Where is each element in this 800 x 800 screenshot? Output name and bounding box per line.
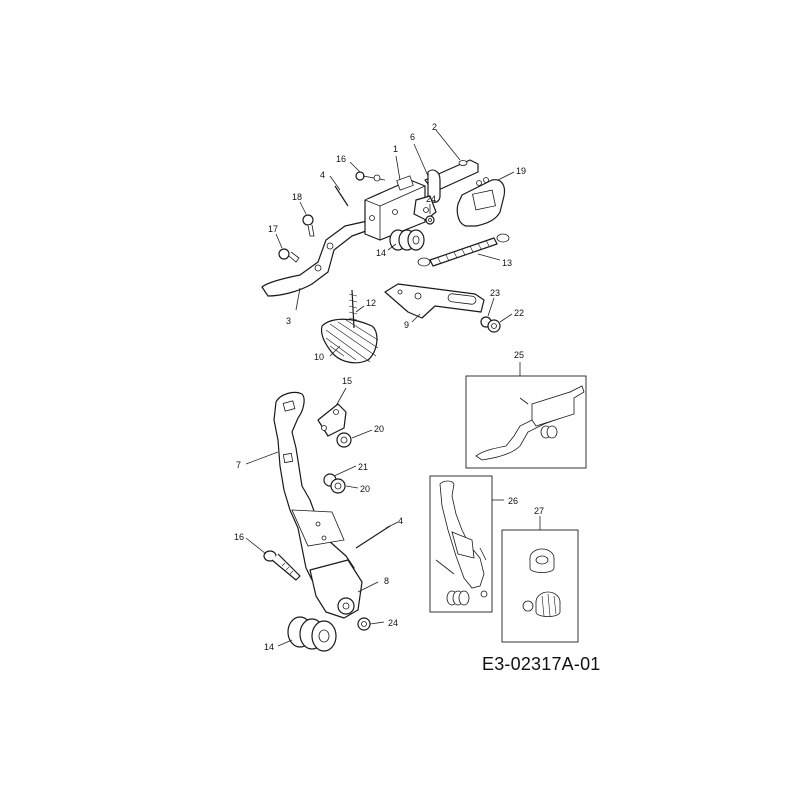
bolt-part-17 [278, 248, 300, 263]
label-15: 15 [342, 376, 352, 386]
label-4-upper: 4 [320, 170, 325, 180]
label-6: 6 [410, 132, 415, 142]
long-arm-part-7 [273, 391, 355, 593]
roller-part-14-lower [287, 616, 337, 652]
pedal-pad-part-10 [320, 318, 379, 364]
label-21: 21 [358, 462, 368, 472]
stud-part-12 [348, 289, 358, 329]
label-14-upper: 14 [376, 248, 386, 258]
nut-part-20-lower [330, 478, 346, 494]
label-16-lower: 16 [234, 532, 244, 542]
label-20-upper: 20 [374, 424, 384, 434]
label-25: 25 [514, 350, 524, 360]
roller-part-14-upper [389, 229, 425, 251]
drawing-code-label: E3-02317A-01 [482, 654, 601, 674]
label-27: 27 [534, 506, 544, 516]
label-24-upper: 24 [426, 194, 436, 204]
label-14-lower: 14 [264, 642, 274, 652]
plate-part-9 [384, 283, 485, 319]
nut-part-22 [487, 319, 501, 333]
plate-part-15 [317, 403, 347, 437]
label-4-lower: 4 [398, 516, 403, 526]
label-13: 13 [502, 258, 512, 268]
spring-part-13 [417, 233, 510, 267]
subassembly-box-25 [465, 375, 587, 469]
callout-labels: 1 2 3 4 6 7 8 9 10 12 13 14 15 16 17 18 … [234, 122, 544, 652]
label-16-upper: 16 [336, 154, 346, 164]
label-9: 9 [404, 320, 409, 330]
label-1: 1 [393, 144, 398, 154]
label-12: 12 [366, 298, 376, 308]
label-22: 22 [514, 308, 524, 318]
washer-part-24-lower [357, 617, 371, 631]
label-2: 2 [432, 122, 437, 132]
shaft-part-2 [424, 159, 479, 203]
pin-part-4-upper [334, 185, 349, 207]
label-23: 23 [490, 288, 500, 298]
pin-part-4-lower [355, 525, 391, 549]
label-8: 8 [384, 576, 389, 586]
label-7: 7 [236, 460, 241, 470]
subassembly-box-26 [429, 475, 493, 613]
label-26: 26 [508, 496, 518, 506]
label-18: 18 [292, 192, 302, 202]
switch-housing-part-19 [456, 177, 506, 227]
label-3: 3 [286, 316, 291, 326]
nut-part-20-upper [336, 432, 352, 448]
lower-bracket-part-8 [309, 559, 363, 619]
nut-part-24-upper [425, 215, 435, 225]
bracket-tube-part-1 [364, 175, 426, 241]
label-10: 10 [314, 352, 324, 362]
label-19: 19 [516, 166, 526, 176]
leader-lines [245, 129, 541, 647]
bolt-part-18 [302, 214, 315, 237]
pedal-arm-part-3 [261, 219, 381, 297]
label-20-lower: 20 [360, 484, 370, 494]
label-24-lower: 24 [388, 618, 398, 628]
bolt-part-16-lower [263, 550, 301, 581]
kit-box-27 [501, 529, 579, 643]
label-17: 17 [268, 224, 278, 234]
bolt-part-16-upper [355, 171, 386, 182]
